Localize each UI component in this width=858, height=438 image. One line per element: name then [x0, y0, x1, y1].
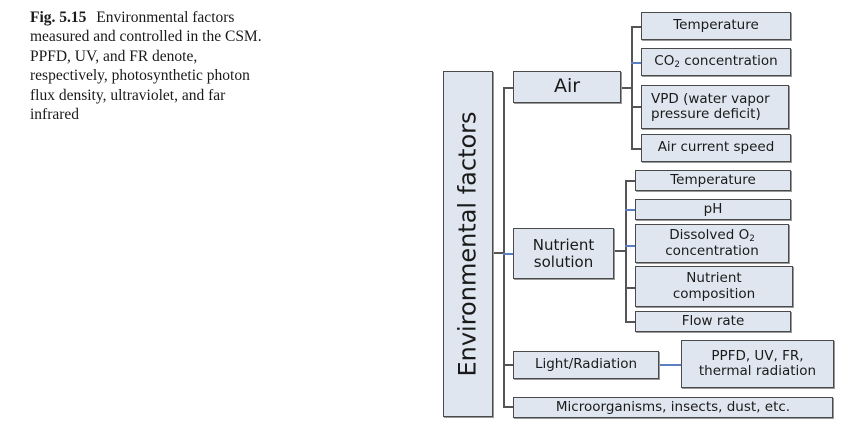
vpd-line2: pressure deficit)	[651, 106, 761, 122]
light-item-ppfd: PPFD, UV, FR,thermal radiation	[681, 340, 834, 388]
nutrient-item-temperature: Temperature	[635, 170, 791, 191]
nutrient-item-label: Flow rate	[681, 312, 745, 329]
root-node: Environmental factors	[443, 71, 493, 417]
nutrient-line2: solution	[533, 252, 594, 271]
nutrient-item-flow-rate: Flow rate	[635, 311, 791, 332]
nutrient-sub-branch	[625, 321, 635, 323]
light-connector	[659, 364, 681, 366]
category-light-label: Light/Radiation	[534, 356, 638, 373]
co2-subscript: 2	[674, 60, 680, 71]
o2-prefix: Dissolved O	[669, 227, 750, 244]
air-item-air-current-speed: Air current speed	[641, 134, 791, 162]
air-sub-branch	[631, 148, 641, 150]
light-branch	[503, 364, 513, 366]
air-item-temperature: Temperature	[641, 12, 791, 40]
ppfd-line1: PPFD, UV, FR,	[711, 347, 804, 364]
nutrient-branch	[503, 253, 513, 255]
air-branch	[503, 87, 513, 89]
nutrient-sub-branch	[625, 180, 635, 182]
co2-prefix: CO	[654, 53, 675, 70]
nutrient-sub-branch	[625, 287, 635, 289]
air-item-label: Temperature	[673, 17, 759, 34]
category-micro-label: Microorganisms, insects, dust, etc.	[555, 398, 791, 415]
vpd-line1: VPD (water vapor	[651, 90, 770, 107]
nutrient-connector	[614, 250, 625, 252]
o2-line2: concentration	[665, 242, 759, 259]
nutrient-item-label: pH	[703, 200, 723, 217]
micro-branch	[503, 406, 513, 408]
air-sub-trunk	[631, 26, 633, 148]
o2-subscript: 2	[749, 234, 755, 245]
root-connector	[493, 252, 503, 254]
ppfd-line2: thermal radiation	[698, 363, 817, 379]
category-microorganisms: Microorganisms, insects, dust, etc.	[513, 397, 833, 418]
composition-line1: Nutrient	[686, 270, 742, 287]
nutrient-sub-trunk	[625, 180, 627, 322]
category-air: Air	[513, 71, 621, 103]
air-item-label: CO2 concentration	[654, 53, 778, 71]
air-item-label: Air current speed	[657, 139, 775, 156]
figure-caption-text: Environmental factors measured and contr…	[30, 9, 262, 124]
air-sub-branch	[631, 26, 641, 28]
co2-suffix: concentration	[679, 53, 778, 70]
nutrient-sub-branch	[625, 245, 635, 247]
trunk-line	[503, 87, 505, 407]
air-connector	[621, 87, 631, 89]
light-item-label: PPFD, UV, FR,thermal radiation	[698, 347, 817, 379]
nutrient-item-ph: pH	[635, 199, 791, 220]
category-air-label: Air	[553, 75, 581, 98]
nutrient-sub-branch	[625, 209, 635, 211]
root-label: Environmental factors	[453, 111, 482, 377]
figure-caption: Fig. 5.15 Environmental factors measured…	[30, 8, 270, 124]
category-light-radiation: Light/Radiation	[513, 351, 659, 379]
nutrient-line1: Nutrient	[532, 235, 595, 254]
nutrient-item-label: Temperature	[670, 171, 756, 188]
air-sub-branch	[631, 62, 641, 64]
air-sub-branch	[631, 106, 641, 108]
air-item-co2: CO2 concentration	[641, 48, 791, 76]
figure-label: Fig. 5.15	[30, 9, 87, 26]
composition-line2: composition	[672, 285, 756, 302]
